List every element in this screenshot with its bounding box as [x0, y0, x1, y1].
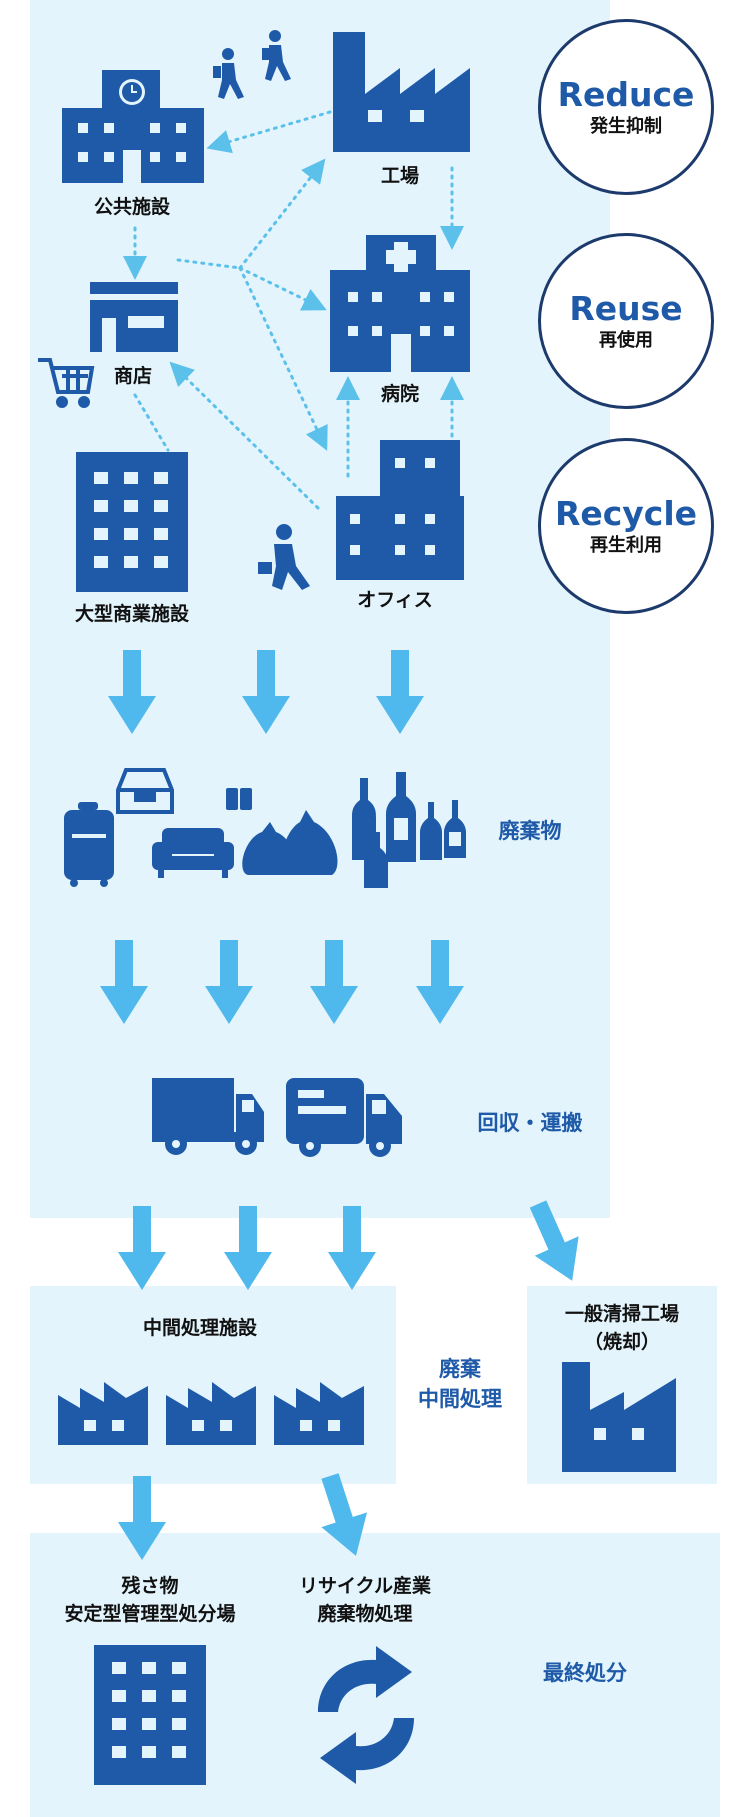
final-stage-label: 最終処分 — [543, 1661, 627, 1685]
waste-garbage-bags-icon — [242, 810, 338, 875]
waste-bottles-icon — [352, 772, 466, 888]
intermediate-facility-label: 中間処理施設 — [142, 1317, 257, 1339]
reduce-en: Reduce — [557, 75, 695, 114]
reuse-en: Reuse — [569, 289, 683, 328]
arrow-collection-intermediate — [118, 1194, 595, 1291]
recycle-en: Recycle — [554, 494, 698, 533]
shop-label: 商店 — [113, 365, 152, 387]
waste-cans-icon — [226, 788, 252, 810]
recycle-icon — [318, 1646, 414, 1784]
arrow-sources-waste — [108, 650, 424, 734]
office-label: オフィス — [357, 589, 433, 611]
landfill-building-icon — [94, 1645, 206, 1785]
hospital-label: 病院 — [380, 383, 419, 405]
landfill-label-2: 安定型管理型処分場 — [64, 1603, 236, 1625]
recycle-jp: 再生利用 — [590, 535, 662, 556]
intermediate-stage-label-2: 中間処理 — [418, 1387, 502, 1411]
large-commercial-icon — [76, 452, 188, 592]
incineration-label-2: （焼却） — [583, 1331, 660, 1353]
public-facility-label: 公共施設 — [93, 196, 170, 218]
intermediate-factory-icons — [58, 1382, 364, 1445]
waste-stage-label: 廃棄物 — [498, 819, 562, 843]
public-facility-icon — [62, 70, 204, 183]
waste-box-icon — [116, 768, 174, 814]
reuse-jp: 再使用 — [599, 330, 653, 351]
recycle-industry-label-2: 廃棄物処理 — [317, 1603, 413, 1625]
collection-stage-label: 回収・運搬 — [477, 1111, 583, 1135]
recycle-circle: Recycle 再生利用 — [538, 438, 714, 614]
landfill-label-1: 残さ物 — [121, 1575, 179, 1597]
reuse-circle: Reuse 再使用 — [538, 233, 714, 409]
businessman-icon — [258, 524, 310, 590]
walking-people-icon — [213, 30, 291, 99]
incineration-factory-icon — [562, 1362, 676, 1472]
large-commercial-label: 大型商業施設 — [74, 603, 189, 625]
shop-icon — [90, 282, 178, 352]
reduce-circle: Reduce 発生抑制 — [538, 19, 714, 195]
hospital-icon — [330, 235, 470, 372]
reduce-jp: 発生抑制 — [590, 116, 662, 137]
truck-icon-2 — [286, 1078, 402, 1157]
recycle-industry-label-1: リサイクル産業 — [298, 1575, 432, 1597]
arrow-waste-collection — [100, 940, 464, 1024]
truck-icon-1 — [152, 1078, 264, 1155]
factory-icon — [333, 32, 470, 152]
office-icon — [336, 440, 464, 580]
arrow-intermediate-final — [118, 1468, 379, 1564]
dotted-flow-lines — [123, 110, 464, 510]
factory-label: 工場 — [380, 165, 419, 187]
intermediate-stage-label-1: 廃棄 — [439, 1357, 481, 1381]
waste-suitcase-icon — [64, 802, 114, 887]
shopping-cart-icon — [38, 358, 95, 408]
waste-sofa-icon — [152, 828, 234, 878]
incineration-label-1: 一般清掃工場 — [564, 1303, 679, 1325]
